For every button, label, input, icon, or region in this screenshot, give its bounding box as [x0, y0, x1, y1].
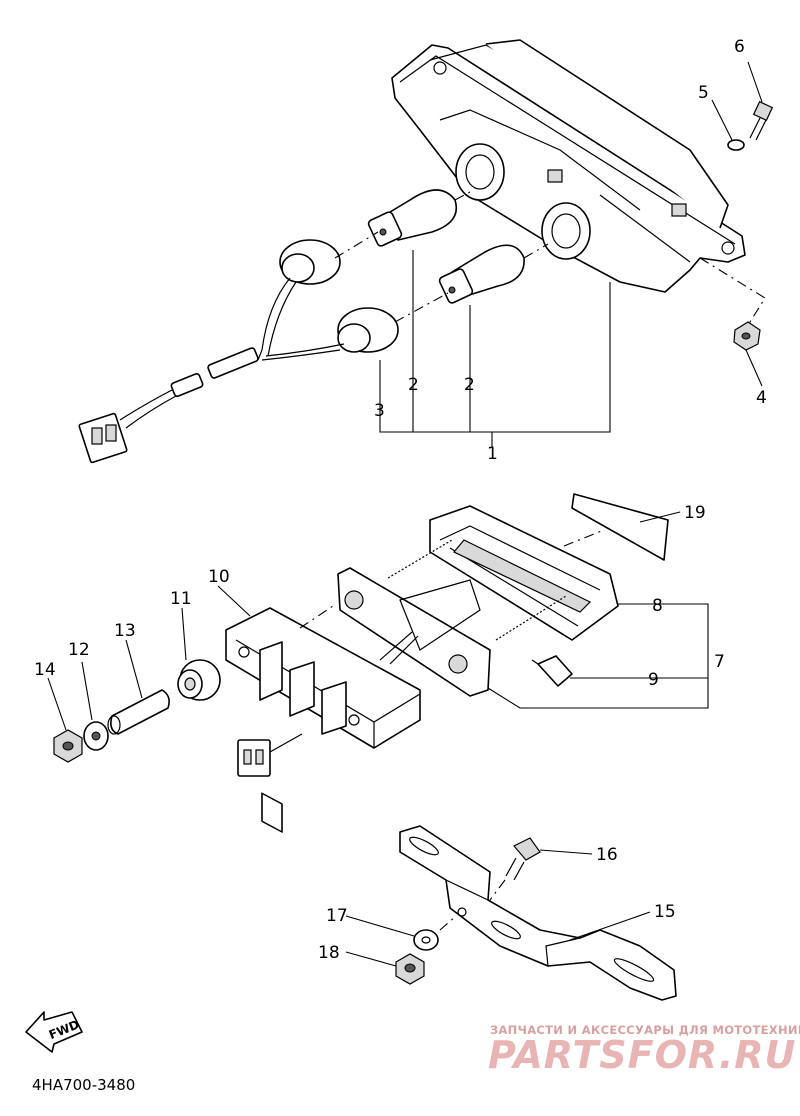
bracket-15: [399, 825, 677, 1001]
nut-4: [733, 321, 761, 351]
callout-11: 11: [170, 589, 192, 609]
drawing-code: 4HA700-3480: [32, 1076, 135, 1094]
license-light-lens-8: [429, 505, 619, 641]
fwd-arrow-icon: FWD: [25, 1011, 83, 1053]
grommet-11: [177, 659, 221, 701]
housing-10: [225, 607, 421, 833]
license-bulb-9: [531, 655, 573, 687]
callout-2b: 2: [464, 375, 475, 395]
callout-14: 14: [34, 660, 56, 680]
callout-6: 6: [734, 37, 745, 57]
callout-17: 17: [326, 906, 348, 926]
bolt-16: [505, 837, 541, 881]
collar-13: [107, 689, 170, 735]
callout-10: 10: [208, 567, 230, 587]
nut-18: [395, 953, 425, 985]
bulb-lower: [438, 244, 525, 304]
callout-4: 4: [756, 388, 767, 408]
callout-2a: 2: [408, 375, 419, 395]
watermark-brand: PARTSFOR.RU: [488, 1033, 796, 1077]
screw-6: [749, 100, 774, 141]
callout-7: 7: [714, 652, 725, 672]
washer-17: [413, 929, 439, 951]
socket-cord-harness: [78, 239, 399, 464]
callout-13: 13: [114, 621, 136, 641]
washer-5: [727, 139, 745, 151]
callout-3: 3: [374, 401, 385, 421]
bulb-upper: [367, 189, 457, 247]
watermark-tagline: ЗАПЧАСТИ И АКСЕССУАРЫ ДЛЯ МОТОТЕХНИКИ: [490, 1023, 800, 1037]
callout-1: 1: [487, 444, 498, 464]
callout-18: 18: [318, 943, 340, 963]
callout-5: 5: [698, 83, 709, 103]
callout-9: 9: [648, 670, 659, 690]
tail-light-assembly: [391, 39, 746, 293]
callout-16: 16: [596, 845, 618, 865]
connector: [237, 733, 303, 777]
nut-14: [53, 729, 83, 763]
callout-19: 19: [684, 503, 706, 523]
callout-15: 15: [654, 902, 676, 922]
callout-12: 12: [68, 640, 90, 660]
callout-8: 8: [652, 596, 663, 616]
license-light-base: [337, 567, 491, 697]
washer-12: [83, 721, 109, 751]
plate-19: [571, 493, 669, 561]
